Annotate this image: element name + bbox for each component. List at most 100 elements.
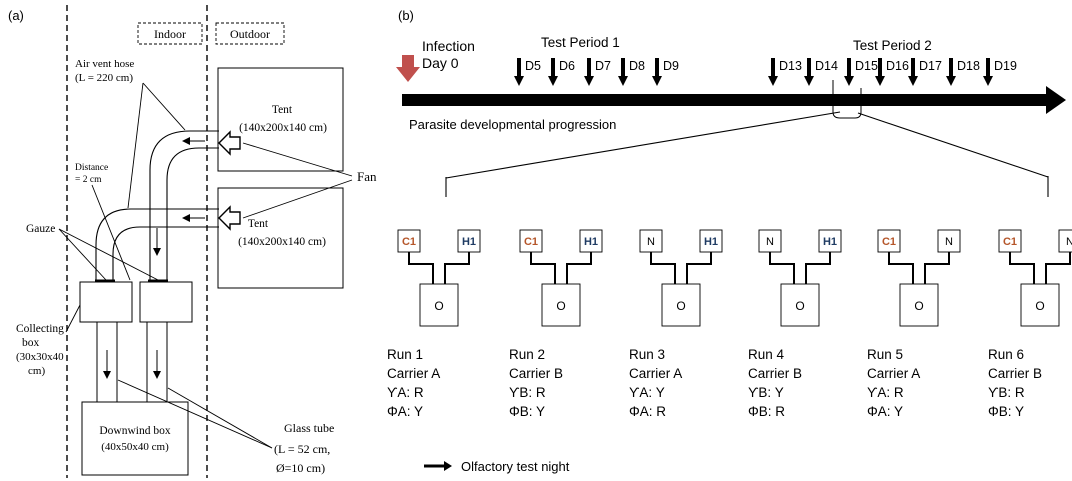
day-arrow-icon [514,76,524,86]
glass-tube-label-line3: Ø=10 cm) [276,461,325,475]
day-marker-d9: D9 [652,58,679,86]
run-title: Run 6 [988,347,1024,362]
day-arrow-shaft [986,58,990,78]
odor-label-left: C1 [882,236,896,248]
connector-right [566,252,592,284]
downwind-label-line2: (40x50x40 cm) [101,441,169,453]
connector-left [888,252,914,284]
day-arrow-icon [548,76,558,86]
odor-label-left: N [647,236,655,248]
day-arrow-icon [804,76,814,86]
run-title: Run 1 [387,347,423,362]
gauze-label: Gauze [26,223,55,235]
olfactometer-label: O [434,299,443,313]
day-arrow-icon [768,76,778,86]
tent-upper-dims: (140x200x140 cm) [239,122,327,134]
odor-label-right: N [945,236,953,248]
day-marker-d15: D15 [844,58,878,86]
panel-b: (b) Infection Day 0 Parasite development… [387,8,1072,474]
odor-label-left: C1 [524,236,538,248]
downwind-label-line1: Downwind box [99,425,170,437]
air-vent-pointer-1 [142,82,186,131]
collecting-box-right [139,281,193,323]
distance-label-line2: = 2 cm [75,175,102,185]
run-phi-line: ΦA: R [629,404,666,419]
collecting-label-line3: (30x30x40 [16,351,64,363]
olfactometer-box [899,283,939,327]
day-arrow-icon [584,76,594,86]
run-upsilon-line: ϒA: Y [629,385,665,400]
run-upsilon-line: ϒB: R [988,385,1025,400]
olfactometer-box [419,283,459,327]
air-vent-label-line2: (L = 220 cm) [75,72,133,84]
connector-right [924,252,950,284]
odor-label-left: N [766,236,774,248]
olfactometer-label: O [556,299,565,313]
odor-label-left: C1 [1003,236,1017,248]
glass-tube-right [146,322,168,402]
day-label: D18 [957,59,980,73]
day-arrow-shaft [771,58,775,78]
day-arrow-icon [844,76,854,86]
connector-right [686,252,712,284]
progression-label: Parasite developmental progression [409,117,616,132]
day-arrow-shaft [949,58,953,78]
connector-left [530,252,556,284]
day-arrow-icon [946,76,956,86]
distance-label-line1: Distance [75,163,108,173]
air-vent-hose-upper [149,130,219,282]
run-carrier: Carrier A [867,366,920,381]
zoom-line-right [857,112,1049,178]
collecting-label-line1: Collecting [16,323,64,335]
indoor-label-box [137,22,203,45]
odor-label-right: N [1066,236,1072,248]
run-upsilon-line: ϒA: R [387,385,424,400]
connector-right [805,252,831,284]
day-marker-d16: D16 [875,58,909,86]
day-arrow-icon [875,76,885,86]
day-label: D15 [855,59,878,73]
timeline-bar [402,94,1048,106]
panel-a-label: (a) [8,8,24,23]
test-period-1-label: Test Period 1 [541,35,620,50]
collecting-box-left [79,281,133,323]
day-marker-d17: D17 [908,58,942,86]
day-arrow-shaft [807,58,811,78]
olfactometer-label: O [1035,299,1044,313]
day-marker-d8: D8 [618,58,645,86]
olfactometer-label: O [676,299,685,313]
glass-tube-label-line1: Glass tube [284,421,334,435]
day-arrow-shaft [878,58,882,78]
legend-label: Olfactory test night [461,459,570,474]
day-marker-d6: D6 [548,58,575,86]
air-vent-pointer-2 [127,82,144,209]
run-title: Run 4 [748,347,785,362]
run-phi-line: ΦB: Y [988,404,1024,419]
glass-tube-left [96,322,118,402]
outdoor-label-box [215,22,285,45]
fan-label: Fan [357,169,377,184]
day-marker-d18: D18 [946,58,980,86]
tent-upper-name: Tent [272,104,293,116]
infection-arrow-icon [396,55,420,82]
day-label: D13 [779,59,802,73]
day-arrow-shaft [517,58,521,78]
run-phi-line: ΦA: Y [867,404,903,419]
tent-lower-dims: (140x200x140 cm) [238,236,326,248]
run-upsilon-line: ϒB: Y [748,385,784,400]
collecting-label-line4: cm) [28,365,45,377]
fan-pointer-lower [242,179,353,219]
fan-pointer-upper [242,142,353,177]
day-arrow-shaft [911,58,915,78]
gauze-pointer-1 [58,228,107,281]
fan-upper-icon [218,130,241,156]
gauze-pointer-2 [58,228,159,281]
panel-b-label: (b) [398,8,414,23]
tent-lower-name: Tent [248,218,269,230]
downwind-box [81,401,189,476]
connector-left [769,252,795,284]
